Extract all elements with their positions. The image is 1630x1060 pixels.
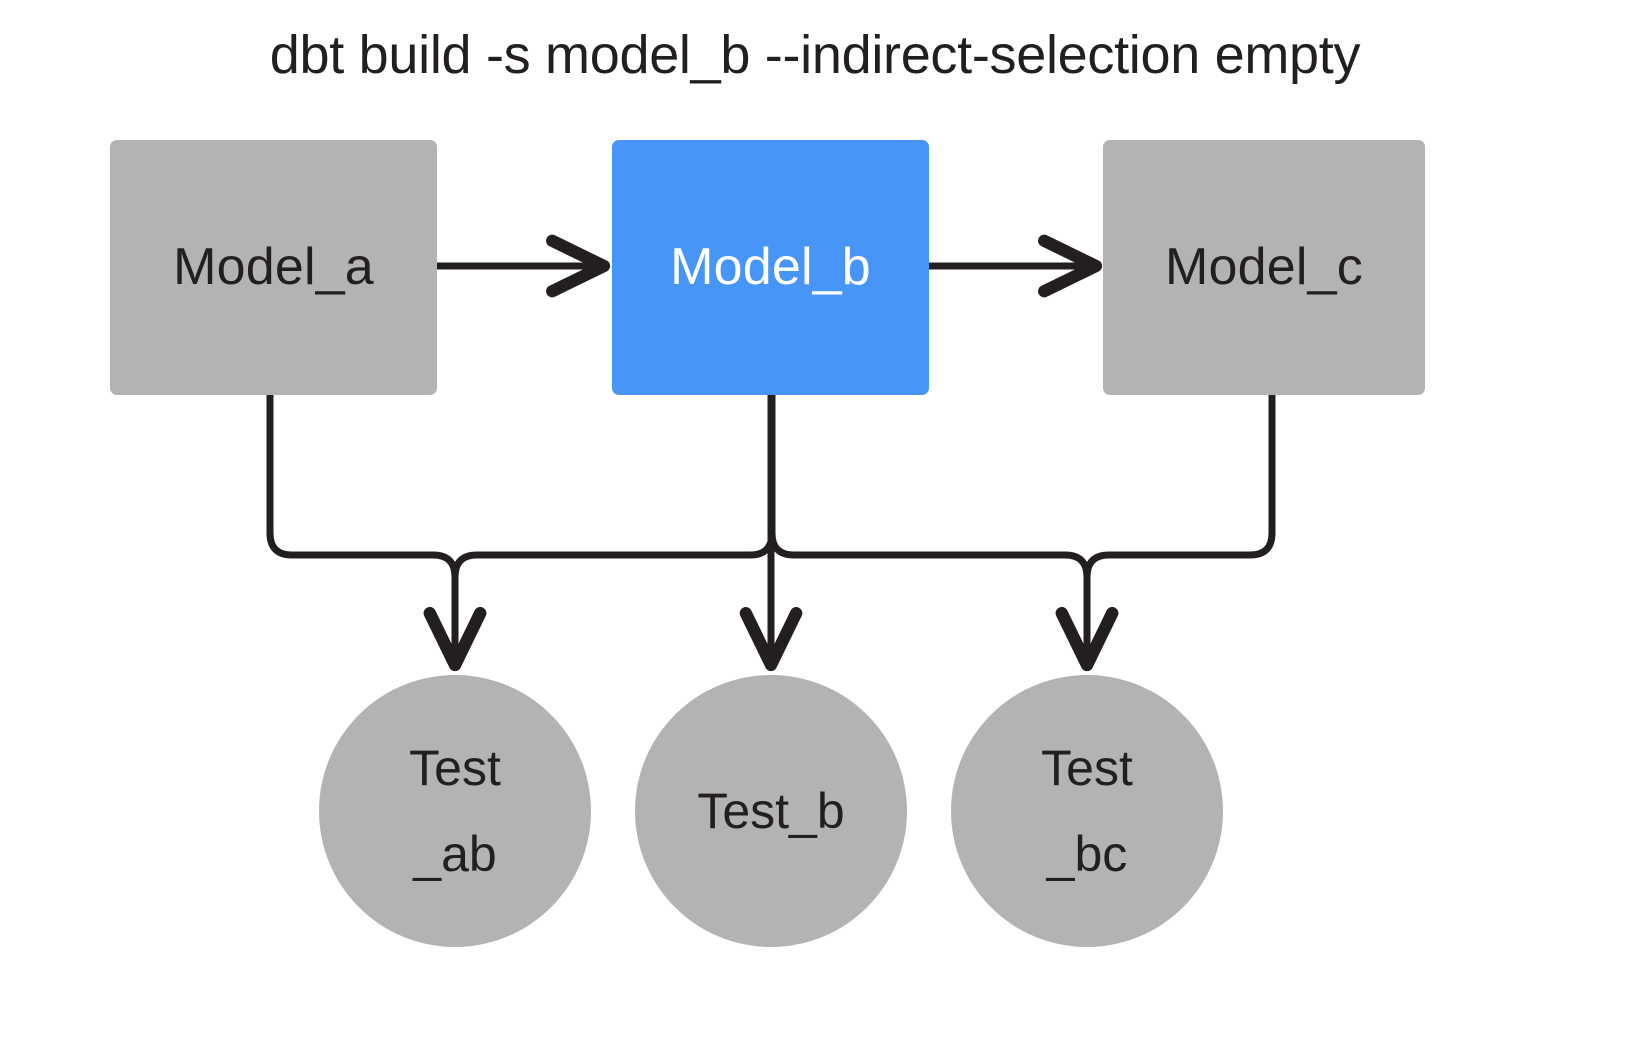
- edge-model-c-to-test-bc: [1055, 395, 1276, 672]
- edge-model-b-to-test-bc: [768, 395, 1119, 672]
- edge-model-a-to-test-ab: [266, 395, 487, 672]
- node-test-ab-label-line1: Test: [409, 740, 501, 796]
- node-model-b-label: Model_b: [670, 238, 871, 297]
- node-model-c[interactable]: Model_c: [1103, 140, 1425, 395]
- node-test-b-label-line1: Test_b: [697, 783, 845, 839]
- node-test-b[interactable]: Test_b: [635, 675, 907, 947]
- node-test-bc-label-line2: _bc: [1046, 826, 1128, 882]
- node-test-ab[interactable]: Test _ab: [319, 675, 591, 947]
- node-test-ab-label-line2: _ab: [413, 826, 497, 882]
- node-test-bc-label-group: Test _bc: [1041, 725, 1133, 897]
- node-model-a-label: Model_a: [173, 238, 374, 297]
- node-model-a[interactable]: Model_a: [110, 140, 437, 395]
- node-test-b-label-group: Test_b: [697, 768, 844, 854]
- edge-model-b-to-test-ab: [423, 395, 776, 672]
- node-test-bc[interactable]: Test _bc: [951, 675, 1223, 947]
- node-test-bc-label-line1: Test: [1041, 740, 1133, 796]
- diagram-title: dbt build -s model_b --indirect-selectio…: [269, 25, 1361, 85]
- node-model-b[interactable]: Model_b: [612, 140, 929, 395]
- node-model-c-label: Model_c: [1165, 238, 1363, 297]
- node-test-ab-label-group: Test _ab: [409, 725, 501, 897]
